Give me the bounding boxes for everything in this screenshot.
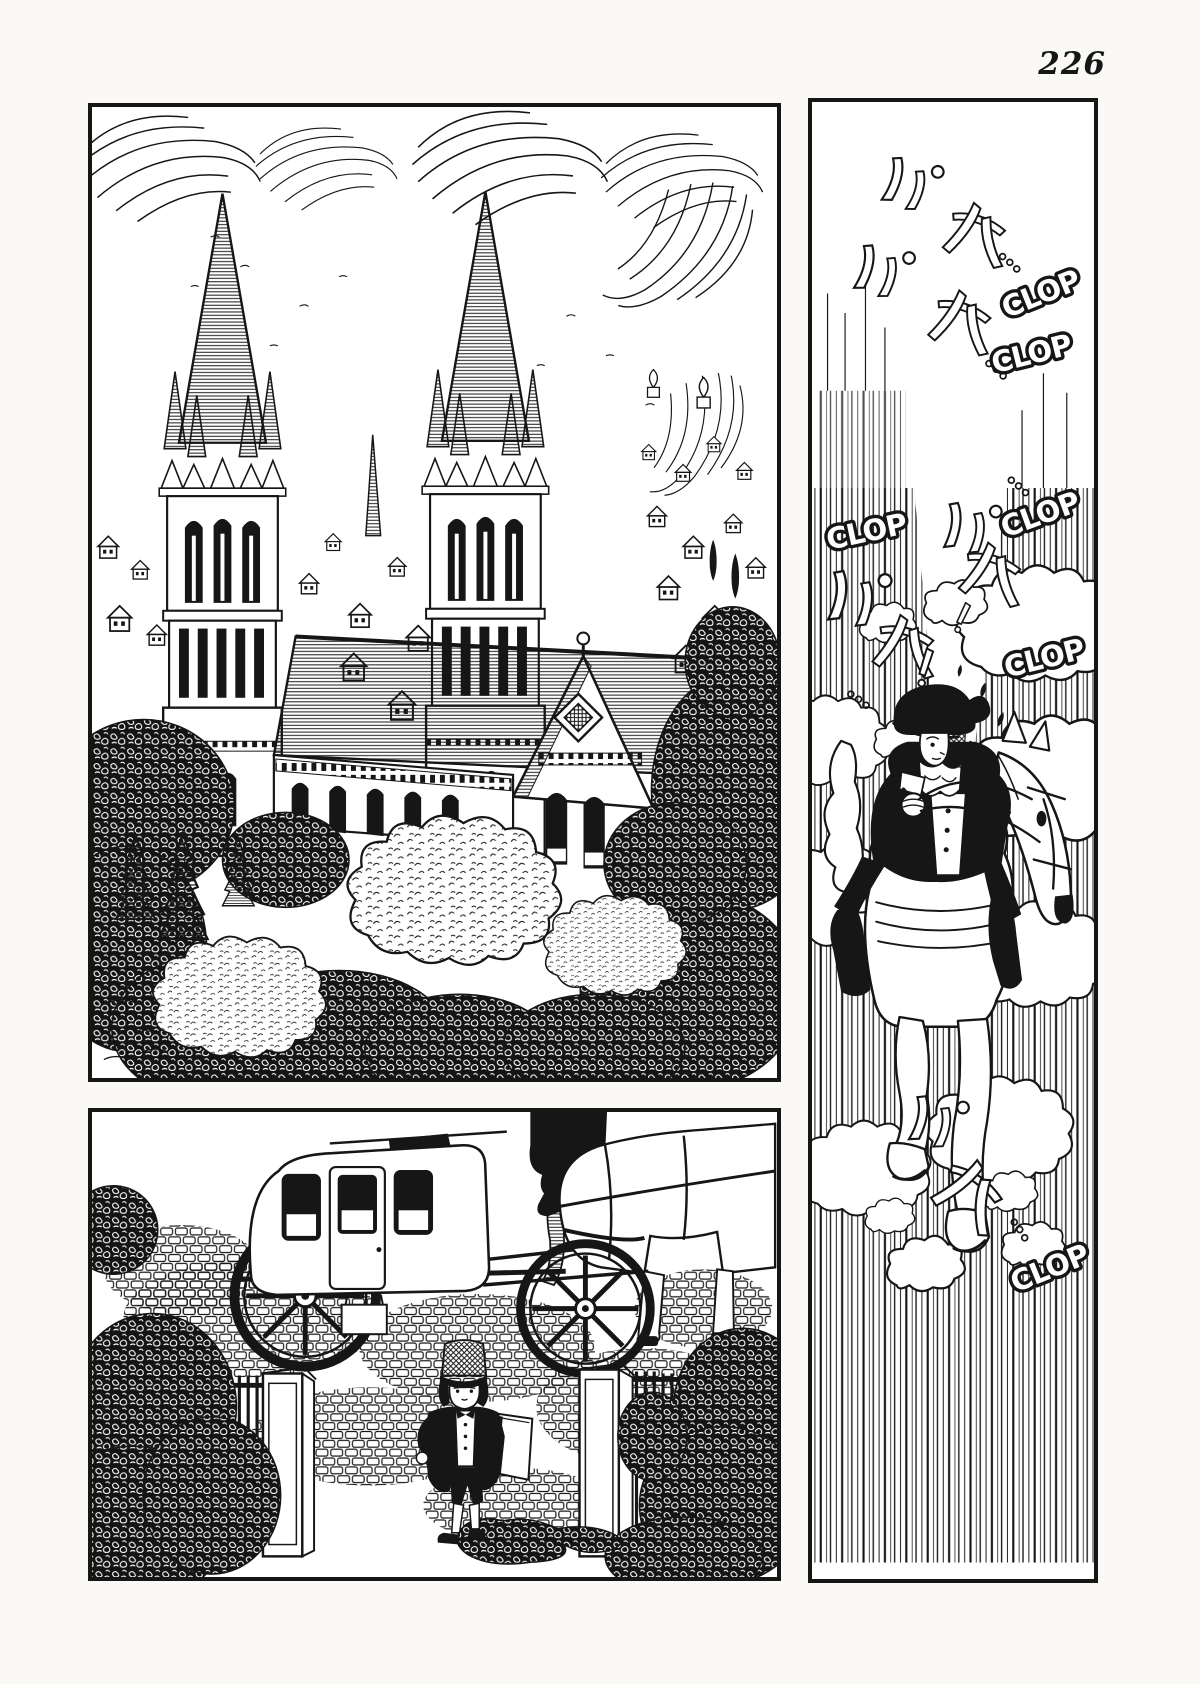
diamond-window xyxy=(552,692,604,743)
shadow xyxy=(456,1518,622,1565)
carriage-front-wheel xyxy=(516,1239,655,1378)
right-shoe xyxy=(467,1528,486,1539)
rider-drawing: CLOP CLOP CLOP CLOP CLOP CLOP xyxy=(812,118,1094,1563)
city-skyline xyxy=(97,368,767,753)
horse-eye xyxy=(1036,810,1047,827)
rider-shirt xyxy=(929,792,967,876)
page-number: 226 xyxy=(1038,46,1106,82)
reins xyxy=(917,780,1041,844)
bow-tie xyxy=(455,1408,476,1419)
cathedral-drawing xyxy=(92,108,777,1078)
muzzle xyxy=(1054,894,1074,924)
galloping-horse-and-rider xyxy=(823,684,1074,1253)
right-leg xyxy=(468,1502,480,1530)
panel-rider: CLOP CLOP CLOP CLOP CLOP CLOP xyxy=(808,98,1098,1583)
tricorn-hat xyxy=(893,684,991,735)
trees xyxy=(92,606,777,1078)
shirt-front xyxy=(455,1410,476,1467)
rider-coat xyxy=(834,741,1022,927)
panel-carriage xyxy=(88,1108,781,1581)
panel-cathedral xyxy=(88,103,781,1082)
distant-spire xyxy=(365,434,382,537)
stagecoach-body xyxy=(248,1130,507,1336)
bushes xyxy=(92,1184,777,1577)
rider-boot xyxy=(830,906,871,997)
horse-ear xyxy=(1001,710,1028,744)
breeches xyxy=(449,1467,484,1506)
carriage-drawing xyxy=(92,1112,777,1577)
man-top-hat xyxy=(415,1339,534,1545)
bridle xyxy=(1026,786,1072,890)
horse-head xyxy=(989,751,1073,926)
hand xyxy=(415,1451,429,1465)
rider-face xyxy=(918,732,950,767)
horse-ear xyxy=(1028,720,1051,752)
left-shoe xyxy=(437,1532,460,1545)
hoof xyxy=(886,1141,930,1182)
top-hat-brim xyxy=(439,1375,488,1389)
